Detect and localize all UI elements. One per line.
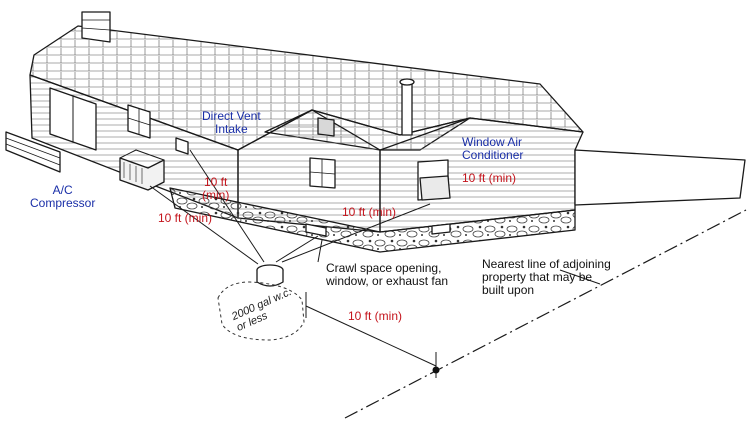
propane-tank-body xyxy=(256,270,284,287)
direct-vent-box xyxy=(175,137,189,155)
window-ac-distance-label: 10 ft (min) xyxy=(462,171,517,185)
tank-footprint-outline xyxy=(217,281,305,341)
attic-vent xyxy=(317,117,335,137)
line-crawl-to-tank xyxy=(275,235,319,263)
line-window-ac-to-tank xyxy=(281,203,431,263)
chimney xyxy=(81,11,111,43)
leader-property-label xyxy=(559,269,601,285)
crawl-distance-label: 10 ft (min) xyxy=(342,205,397,219)
vent-distance-label: 10 ft (min) xyxy=(202,175,230,202)
compressor-distance-label: 10 ft (min) xyxy=(158,211,213,225)
property-distance-label: 10 ft (min) xyxy=(348,309,403,323)
property-line xyxy=(344,209,747,419)
property-line-label: Nearest line of adjoining property that … xyxy=(482,257,611,297)
line-compressor-to-tank xyxy=(149,185,259,265)
stone-foundation xyxy=(169,187,576,253)
line-tank-to-property xyxy=(305,305,437,367)
patio-slab xyxy=(574,149,746,206)
line-vent-to-tank xyxy=(189,149,265,263)
ac-compressor-label: A/C Compressor xyxy=(30,183,96,210)
window-ac-unit xyxy=(419,175,451,201)
roof-vent-pipe xyxy=(401,81,413,136)
property-line-point xyxy=(432,366,440,374)
crawl-opening-left xyxy=(305,223,327,237)
crawl-opening-right xyxy=(431,223,451,235)
window-ac-label: Window Air Conditioner xyxy=(462,135,524,162)
direct-vent-intake-label: Direct Vent Intake xyxy=(202,109,261,136)
crawl-space-label: Crawl space opening, window, or exhaust … xyxy=(326,261,449,288)
leader-crawl-label xyxy=(317,239,323,263)
